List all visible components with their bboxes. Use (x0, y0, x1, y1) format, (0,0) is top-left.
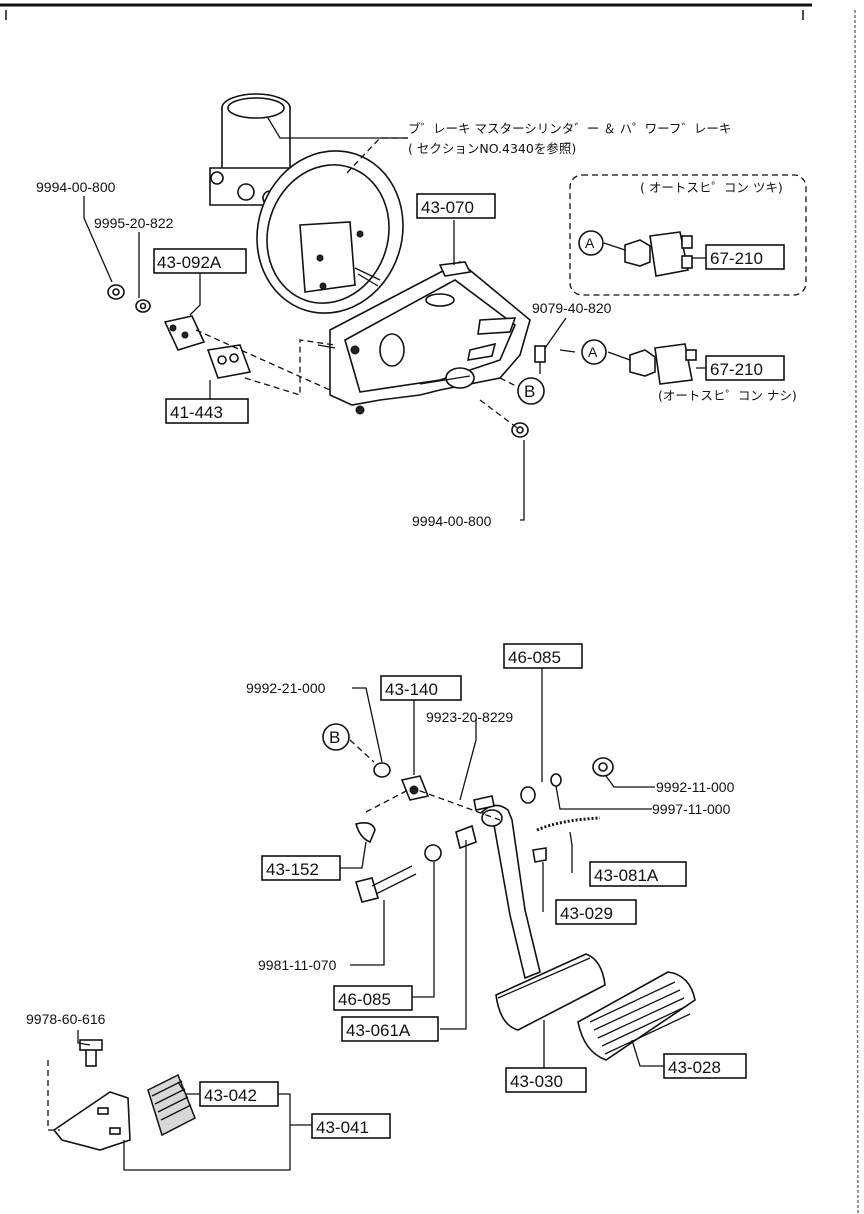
svg-text:B: B (524, 382, 535, 401)
note-brake-master: ブ゛レーキ マスターシリンタ゛ー ＆ ハ゜ワーフ゛レーキ (408, 121, 731, 136)
part-number-9992-11-000: 9992-11-000 (656, 779, 735, 795)
part-number-9981-11-070: 9981-11-070 (258, 957, 337, 973)
svg-text:43-042: 43-042 (204, 1086, 257, 1105)
boxed-label-43-042: 43-042 (199, 1081, 279, 1107)
svg-text:43-030: 43-030 (510, 1072, 563, 1091)
boxed-label-43-081a: 43-081A (589, 861, 687, 887)
boxed-label-67-210-top: 67-210 (705, 244, 785, 270)
leader-lines-top (83, 117, 706, 521)
part-number-9992-21-000: 9992-21-000 (246, 680, 326, 696)
boxed-label-43-061a: 43-061A (341, 1016, 439, 1042)
svg-text:46-085: 46-085 (338, 990, 391, 1009)
svg-text:43-140: 43-140 (385, 680, 438, 699)
pedal-bracket-illustration (317, 261, 531, 415)
boxed-label-43-028: 43-028 (663, 1053, 747, 1079)
svg-text:B: B (329, 728, 340, 747)
boxed-label-46-085-bottom: 46-085 (333, 985, 413, 1011)
svg-text:43-041: 43-041 (316, 1118, 369, 1137)
svg-text:46-085: 46-085 (508, 648, 561, 667)
part-number-9994-00-800-top: 9994-00-800 (36, 179, 116, 195)
marker-a-top: A (578, 230, 604, 256)
svg-text:41-443: 41-443 (170, 403, 223, 422)
boxed-label-46-085-top: 46-085 (503, 643, 583, 669)
marker-b-bottom: B (322, 723, 350, 751)
svg-text:A: A (588, 344, 598, 360)
svg-text:43-152: 43-152 (266, 860, 319, 879)
boxed-label-43-029: 43-029 (555, 899, 637, 925)
svg-text:43-061A: 43-061A (346, 1021, 411, 1040)
pedal-pad-illustration (577, 971, 696, 1061)
boxed-label-43-030: 43-030 (505, 1067, 587, 1093)
stop-lamp-switch-illustration (534, 231, 697, 385)
svg-text:43-081A: 43-081A (594, 866, 659, 885)
boxed-label-43-041: 43-041 (311, 1113, 391, 1139)
part-number-9923-20-8229: 9923-20-8229 (426, 709, 513, 725)
part-number-9079-40-820: 9079-40-820 (532, 300, 612, 316)
part-number-9978-60-616: 9978-60-616 (26, 1011, 106, 1027)
pedal-small-parts (354, 757, 614, 903)
part-number-9997-11-000: 9997-11-000 (652, 801, 731, 817)
note-auto-speed-with: ( オートスヒ゜コン ツキ) (640, 180, 783, 195)
svg-text:43-029: 43-029 (560, 904, 613, 923)
boxed-label-43-070: 43-070 (416, 193, 496, 219)
svg-text:A: A (585, 235, 595, 251)
boxed-label-41-443: 41-443 (165, 398, 249, 424)
marker-b-top: B (517, 377, 545, 405)
svg-text:43-070: 43-070 (421, 198, 474, 217)
marker-a-bottom: A (581, 339, 607, 365)
note-auto-speed-without: (オートスヒ゜コン ナシ) (658, 388, 797, 403)
note-section-ref: ( セクションNO.4340を参照) (408, 141, 576, 156)
boxed-label-43-092a: 43-092A (153, 248, 247, 274)
boxed-label-43-152: 43-152 (261, 855, 341, 881)
leader-lines-bottom (47, 667, 664, 1171)
svg-text:67-210: 67-210 (710, 249, 763, 268)
pad-bracket-illustration (52, 1039, 196, 1151)
brake-booster-illustration (256, 150, 404, 314)
boxed-label-67-210-bottom: 67-210 (705, 355, 785, 381)
part-number-9995-20-822: 9995-20-822 (94, 215, 174, 231)
svg-text:67-210: 67-210 (710, 360, 763, 379)
svg-text:43-092A: 43-092A (157, 253, 222, 272)
part-number-9994-00-800-bottom: 9994-00-800 (412, 513, 492, 529)
boxed-label-43-140: 43-140 (380, 675, 462, 701)
page-frame (0, 3, 859, 1214)
option-frame-auto-speed-control (569, 174, 807, 296)
svg-text:43-028: 43-028 (668, 1058, 721, 1077)
